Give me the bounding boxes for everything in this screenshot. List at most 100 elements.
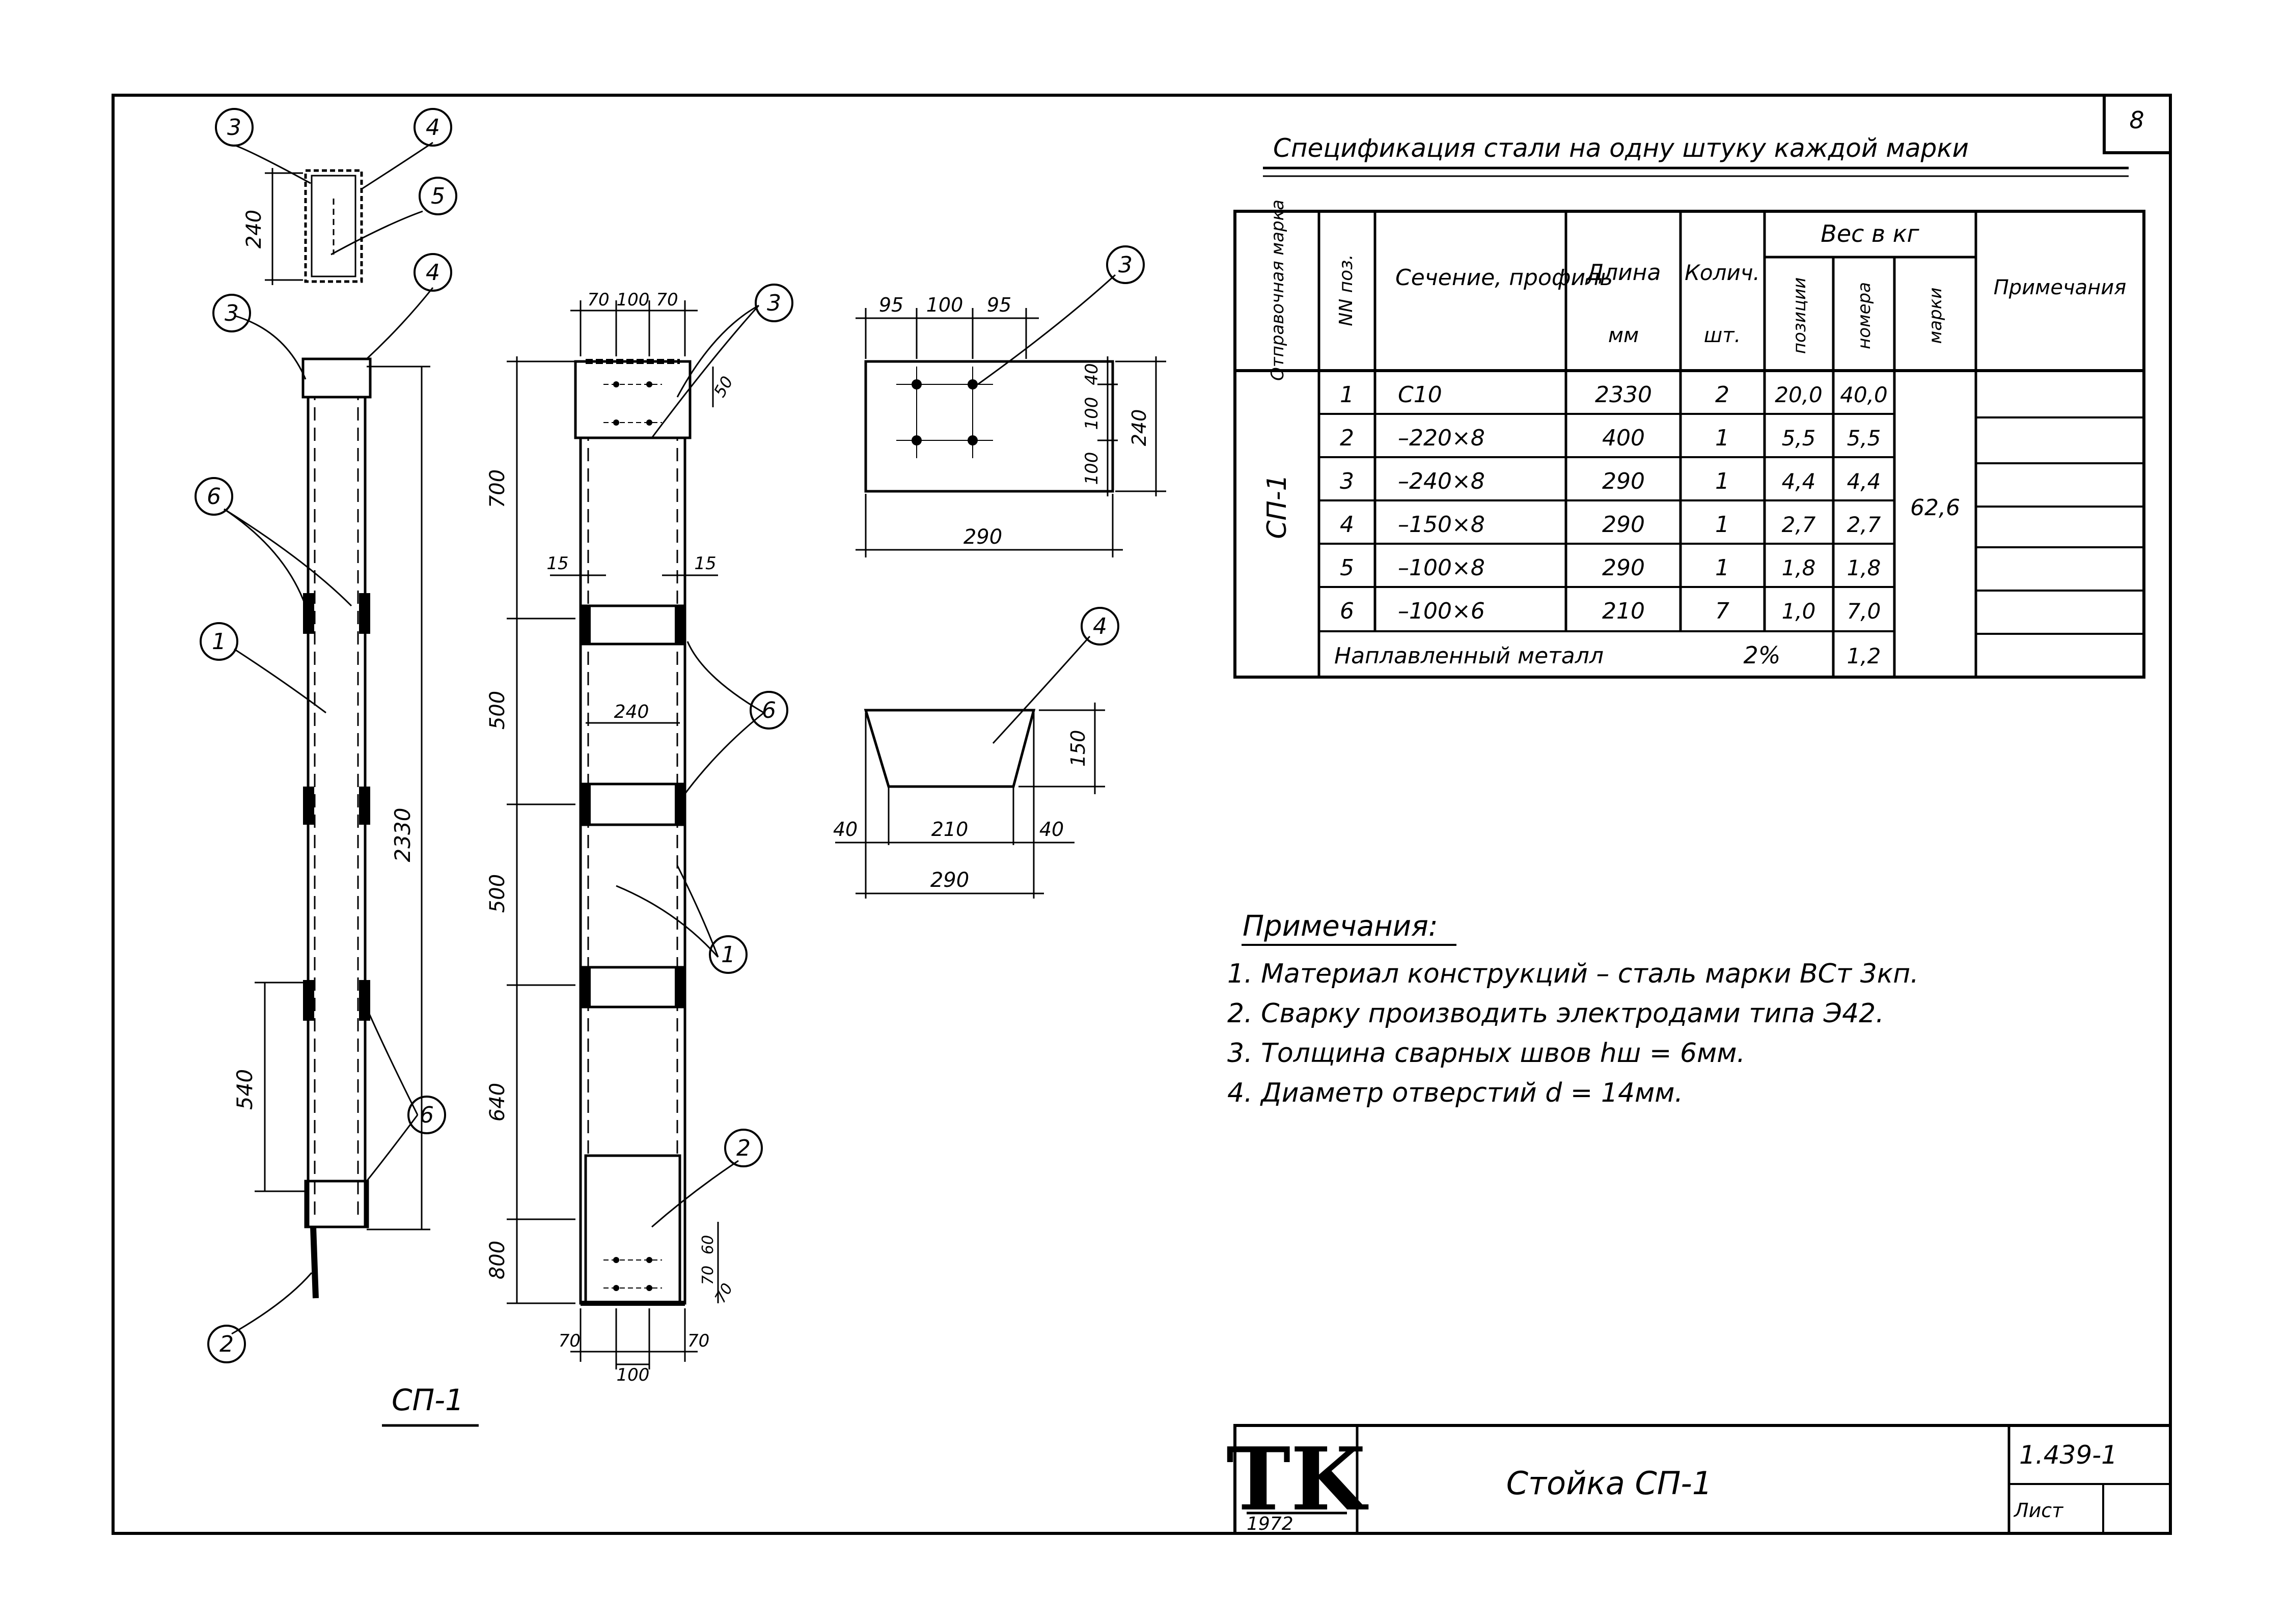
plate-3-view: 95 100 95 40 100 100 240 290 3 <box>856 245 1166 557</box>
plate3-dim-right: 100 <box>1082 397 1102 430</box>
row-weight-num: 2,7 <box>1847 512 1881 537</box>
drawing-title: Стойка СП-1 <box>1506 1465 1713 1502</box>
callout-label: 6 <box>420 1102 434 1128</box>
row-pos: 3 <box>1340 468 1354 494</box>
mark-label: СП-1 <box>392 1383 464 1417</box>
plate3-dim-right: 40 <box>1082 363 1102 385</box>
callout-label: 2 <box>219 1331 234 1357</box>
document-code: 1.439-1 <box>2019 1440 2117 1470</box>
plate-3 <box>864 360 1114 493</box>
note-item: 2. Сварку производить электродами типа Э… <box>1227 998 1884 1029</box>
row-weight-num: 7,0 <box>1847 599 1881 624</box>
dim-bottom-right: 70 <box>699 1266 717 1285</box>
dim-vertical: 700 <box>486 469 509 508</box>
dim-lower-spacing: 540 <box>232 1069 257 1110</box>
table-row: 1 С10 2330 2 20,0 40,0 <box>1340 382 1888 408</box>
row-length: 290 <box>1602 468 1645 494</box>
row-length: 2330 <box>1595 382 1652 408</box>
plate4-dim-height: 150 <box>1067 730 1089 767</box>
plate3-dim-top: 100 <box>926 294 963 316</box>
row-section: –220×8 <box>1398 425 1485 451</box>
header-weight: Вес в кг <box>1821 220 1919 247</box>
row-length: 400 <box>1602 425 1645 451</box>
plate3-dim-top: 95 <box>987 294 1011 316</box>
column-body <box>307 357 367 1228</box>
callout-label: 4 <box>1093 613 1107 639</box>
weld-weight: 1,2 <box>1847 643 1881 668</box>
callout-label: 3 <box>767 290 781 316</box>
row-weight-pos: 1,8 <box>1782 555 1816 580</box>
plate-4-view: 150 40 210 40 290 4 <box>833 607 1119 899</box>
plate4-dim-mid: 210 <box>931 818 969 841</box>
row-length: 290 <box>1602 512 1645 538</box>
row-qty: 2 <box>1715 382 1729 408</box>
plate3-dim-top: 95 <box>879 294 903 316</box>
sheet-label: Лист <box>2013 1499 2064 1522</box>
callout-label: 4 <box>426 115 440 141</box>
row-weight-num: 4,4 <box>1847 469 1881 494</box>
plate3-dim-height: 240 <box>1128 409 1150 446</box>
note-item: 4. Диаметр отверстий d = 14мм. <box>1227 1078 1683 1108</box>
weld-percent: 2% <box>1744 641 1781 669</box>
row-weight-pos: 5,5 <box>1782 426 1816 451</box>
row-pos: 4 <box>1340 512 1354 538</box>
mark-cell: СП-1 <box>1262 474 1292 539</box>
header-section: Сечение, профиль <box>1395 265 1613 291</box>
dim-gap-left: 15 <box>546 553 568 574</box>
plate3-dim-width: 290 <box>963 525 1002 549</box>
header-length: Длина <box>1585 260 1661 286</box>
dim-inner-width: 240 <box>614 702 649 722</box>
row-weight-pos: 2,7 <box>1782 512 1816 537</box>
header-mark: Отправочная марка <box>1268 200 1288 381</box>
callout-label: 1 <box>721 942 735 968</box>
row-weight-pos: 1,0 <box>1782 599 1816 624</box>
spec-title: Спецификация стали на одну штуку каждой … <box>1273 133 1969 163</box>
row-weight-pos: 4,4 <box>1782 469 1816 494</box>
row-qty: 1 <box>1715 468 1729 494</box>
row-section: С10 <box>1398 382 1442 408</box>
dim-bottom-right: 60 <box>699 1235 717 1254</box>
plate-4 <box>864 709 1036 788</box>
spec-rows: 1 С10 2330 2 20,0 40,0 2 –220×8 400 1 5,… <box>1334 382 1888 669</box>
sheet-number-box <box>2103 95 2170 154</box>
plate3-dim-right: 100 <box>1082 452 1102 485</box>
callout-label: 3 <box>227 115 241 141</box>
callout-label: 6 <box>207 484 221 510</box>
callout-label: 4 <box>426 260 440 286</box>
dim-vertical: 500 <box>486 874 509 913</box>
header-qty: Колич. <box>1685 260 1760 285</box>
note-item: 3. Толщина сварных швов hш = 6мм. <box>1227 1038 1745 1069</box>
row-section: –100×8 <box>1398 555 1485 581</box>
dim-top: 70 <box>587 290 609 310</box>
row-section: –150×8 <box>1398 512 1485 538</box>
dim-gap-right: 15 <box>694 553 716 574</box>
row-weight-pos: 20,0 <box>1775 382 1823 407</box>
row-pos: 5 <box>1340 555 1354 581</box>
dim-top: 100 <box>617 290 650 310</box>
callout-label: 6 <box>762 697 776 723</box>
callout-label: 5 <box>431 183 445 209</box>
sheet-frame <box>112 94 2172 1535</box>
header-length-unit: мм <box>1608 324 1639 347</box>
dim-top-hole-offset: 50 <box>710 373 737 400</box>
dim-section-height: 240 <box>242 210 266 248</box>
header-notes: Примечания <box>1994 276 2127 299</box>
spec-table <box>1233 210 2145 679</box>
plate4-dim-width: 290 <box>930 869 969 892</box>
dim-vertical: 640 <box>486 1083 509 1122</box>
row-section: –240×8 <box>1398 468 1485 494</box>
row-qty: 1 <box>1715 512 1729 538</box>
dim-total-length: 2330 <box>390 808 415 862</box>
tk-year: 1972 <box>1247 1514 1293 1534</box>
title-block <box>1233 1424 2172 1535</box>
callout-label: 1 <box>212 629 226 655</box>
row-qty: 7 <box>1715 598 1729 624</box>
dim-bottom: 70 <box>559 1331 581 1351</box>
notes-title: Примечания: <box>1243 910 1438 943</box>
table-row: 5 –100×8 290 1 1,8 1,8 <box>1340 555 1881 581</box>
mark-weight: 62,6 <box>1910 495 1960 521</box>
table-row: 2 –220×8 400 1 5,5 5,5 <box>1340 425 1881 451</box>
dim-top: 70 <box>656 290 678 310</box>
note-item: 1. Материал конструкций – сталь марки ВС… <box>1227 959 1919 989</box>
row-weight-num: 5,5 <box>1847 426 1881 451</box>
